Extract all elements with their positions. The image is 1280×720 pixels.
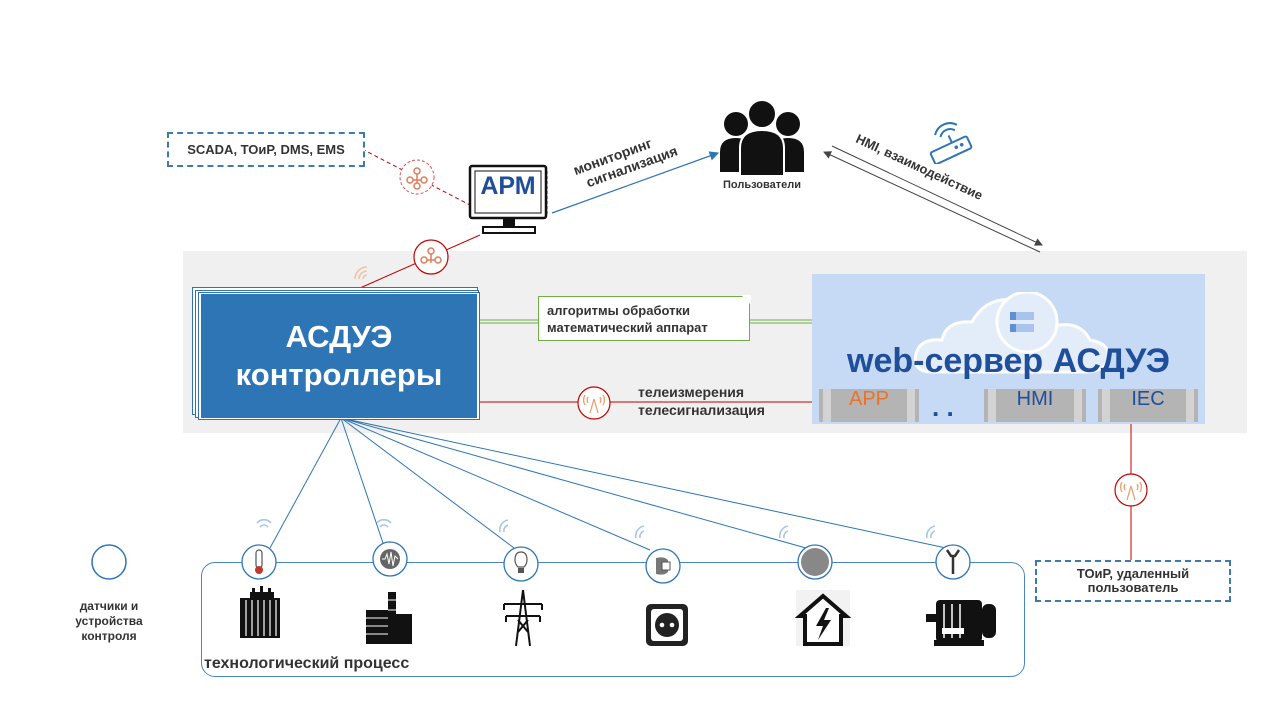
hmi-arrow-up: [823, 151, 1041, 253]
process-label: технологический процесс: [204, 655, 410, 672]
factory-icon: [366, 592, 412, 644]
antenna-icon: [1114, 473, 1148, 507]
sensors-legend-line-2: устройства: [75, 614, 143, 628]
router-icon: [929, 122, 973, 164]
scada-link-line: [361, 148, 471, 206]
gray-disc-icon: [797, 544, 833, 580]
sensors-legend-line-3: контроля: [81, 629, 137, 643]
dots-label: . .: [932, 392, 954, 422]
wrench-icon: [935, 544, 971, 580]
sensor-links: [269, 417, 947, 551]
users-label: Пользователи: [722, 179, 801, 191]
network-icon: [399, 159, 435, 195]
web-server-block: web-сервер АСДУЭ APP . . HMI IEC: [812, 274, 1205, 424]
telemetry-line-1: телеизмерения: [638, 384, 745, 400]
iec-tile-label: IEC: [1131, 388, 1165, 410]
controller-subtitle: контроллеры: [235, 357, 443, 392]
users-icon: [720, 100, 804, 176]
web-server-title: web-сервер АСДУЭ: [847, 342, 1170, 380]
house-bolt-icon: [794, 590, 852, 646]
transformer-icon: [240, 586, 280, 638]
hmi-tile-label: HMI: [1016, 388, 1054, 410]
scada-box: SCADA, ТОиР, DMS, EMS: [167, 132, 365, 167]
arm-label: АРМ: [480, 172, 536, 200]
wifi-icon: [354, 266, 368, 280]
hmi-tile: HMI: [984, 388, 1086, 422]
power-tower-icon: [503, 589, 543, 647]
algorithms-box: алгоритмы обработки математический аппар…: [538, 295, 751, 341]
monitoring-arrow: [551, 151, 720, 214]
hmi-arrow-down: [831, 145, 1043, 246]
algorithms-line-2: математический аппарат: [547, 320, 708, 335]
sensors-legend-label: датчики и устройства контроля: [60, 599, 158, 644]
cloud-server-icon: [913, 292, 1111, 374]
wifi-icons: [256, 518, 936, 539]
plug-icon: [645, 548, 681, 584]
app-tile: APP: [819, 388, 919, 422]
toir-line-1: ТОиР, удаленный: [1076, 566, 1190, 581]
telemetry-label: телеизмерения телесигнализация: [638, 383, 765, 419]
monitor-icon: [468, 164, 548, 234]
motor-icon: [926, 600, 996, 646]
process-box: [201, 562, 1025, 677]
antenna-icon: [577, 386, 611, 420]
sensor-legend-icon: [91, 544, 127, 580]
thermometer-icon: [241, 544, 277, 580]
network-icon: [413, 239, 449, 275]
toir-box: ТОиР, удаленный пользователь: [1035, 560, 1231, 602]
telemetry-line-2: телесигнализация: [638, 402, 765, 418]
controller-block: АСДУЭ контроллеры: [201, 294, 477, 418]
bulb-icon: [503, 546, 539, 582]
scada-box-label: SCADA, ТОиР, DMS, EMS: [187, 141, 345, 157]
iec-tile: IEC: [1098, 388, 1198, 422]
controller-title: АСДУЭ: [285, 319, 393, 354]
app-tile-label: APP: [848, 388, 890, 410]
algorithms-line-1: алгоритмы обработки: [547, 303, 690, 318]
waveform-icon: [372, 541, 408, 577]
socket-icon: [646, 604, 688, 646]
sensors-legend-line-1: датчики и: [79, 599, 139, 613]
toir-line-2: пользователь: [1087, 580, 1179, 595]
